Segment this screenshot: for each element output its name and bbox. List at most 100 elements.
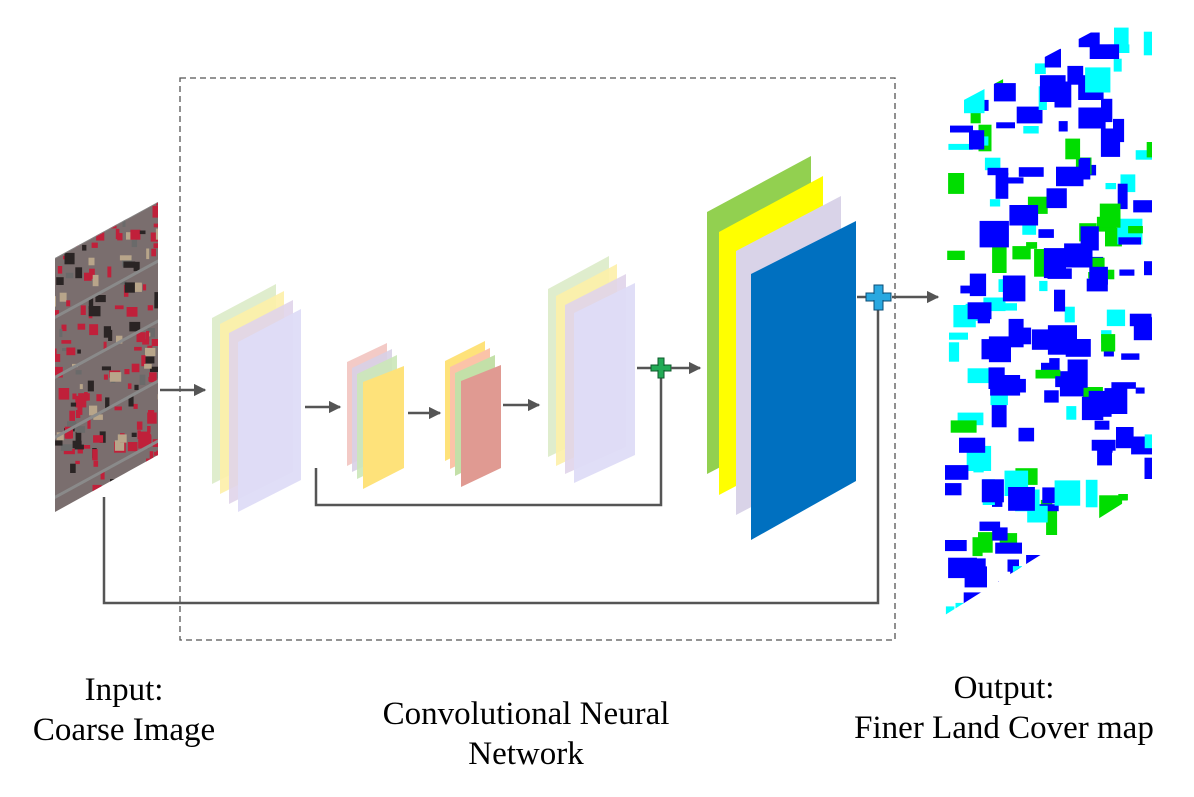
- output-caption-line1: Output:: [953, 670, 1055, 706]
- map-building: [1044, 48, 1061, 68]
- image-texture-patch: [114, 305, 124, 310]
- map-building: [1026, 555, 1043, 575]
- image-texture-patch: [127, 202, 133, 204]
- map-building: [988, 367, 1005, 389]
- map-landcover-patch: [1101, 98, 1113, 123]
- map-landcover-patch: [949, 332, 968, 340]
- map-building: [1089, 266, 1108, 285]
- image-texture-patch: [93, 414, 103, 420]
- map-building: [1055, 376, 1075, 388]
- map-landcover-patch: [1040, 499, 1053, 508]
- image-texture-patch: [62, 348, 69, 352]
- map-building: [1077, 586, 1105, 601]
- map-landcover-patch: [948, 342, 960, 362]
- image-texture-patch: [55, 204, 65, 210]
- map-building: [945, 540, 967, 552]
- map-landcover-patch: [949, 31, 976, 49]
- image-texture-patch: [107, 266, 112, 278]
- image-texture-patch: [128, 396, 134, 407]
- image-texture-patch: [139, 431, 151, 444]
- image-texture-patch: [81, 445, 91, 449]
- map-building: [1144, 261, 1152, 276]
- image-texture-patch: [159, 332, 171, 340]
- map-building: [945, 483, 962, 496]
- map-landcover-patch: [1003, 303, 1017, 311]
- global-skip-connection: [102, 310, 880, 605]
- image-texture-patch: [75, 370, 82, 375]
- image-texture-patch: [92, 484, 102, 496]
- map-landcover-patch: [955, 602, 964, 615]
- map-building: [992, 527, 1008, 541]
- image-texture-patch: [120, 495, 125, 505]
- image-texture-patch: [100, 472, 105, 480]
- image-texture-patch: [146, 330, 150, 342]
- map-landcover-patch: [1131, 436, 1152, 455]
- image-texture-patch: [101, 366, 111, 371]
- map-building: [1074, 591, 1095, 609]
- map-landcover-patch: [989, 14, 1009, 26]
- map-landcover-patch: [950, 125, 973, 133]
- image-texture-patch: [137, 430, 141, 440]
- image-texture-patch: [139, 374, 146, 385]
- add-operation-local-icon: [650, 357, 672, 379]
- image-texture-patch: [156, 202, 158, 206]
- map-landcover-patch: [1006, 44, 1028, 56]
- map-building: [967, 302, 992, 320]
- image-texture-patch: [68, 195, 77, 199]
- map-building: [963, 592, 990, 607]
- image-texture-patch: [75, 431, 82, 443]
- map-building: [998, 581, 1024, 597]
- image-texture-patch: [82, 234, 87, 240]
- image-texture-patch: [72, 393, 77, 400]
- map-building: [1089, 44, 1120, 59]
- map-building: [1031, 329, 1049, 350]
- map-landcover-patch: [996, 122, 1015, 129]
- image-texture-patch: [55, 440, 63, 446]
- image-texture-patch: [59, 292, 67, 302]
- image-texture-patch: [146, 248, 150, 260]
- image-texture-patch: [91, 223, 100, 229]
- image-texture-patch: [88, 306, 101, 317]
- map-landcover-patch: [1135, 387, 1145, 394]
- image-texture-patch: [103, 326, 111, 338]
- image-texture-patch: [69, 211, 81, 223]
- map-building: [1044, 390, 1059, 403]
- map-building: [1091, 439, 1116, 451]
- map-landcover-patch: [1035, 12, 1053, 26]
- image-texture-patch: [106, 511, 110, 512]
- image-texture-patch: [63, 202, 74, 204]
- image-texture-patch: [129, 321, 141, 332]
- map-landcover-patch: [967, 368, 991, 384]
- map-landcover-patch: [948, 173, 965, 194]
- map-landcover-patch: [1042, 487, 1058, 504]
- map-building: [1078, 107, 1106, 129]
- feature-block-4: [548, 256, 635, 483]
- map-landcover-patch: [1144, 457, 1152, 479]
- map-landcover-patch: [1092, 593, 1110, 602]
- image-texture-patch: [88, 297, 94, 309]
- image-texture-patch: [106, 206, 114, 211]
- map-landcover-patch: [1114, 27, 1129, 46]
- image-texture-patch: [61, 340, 72, 344]
- map-landcover-patch: [1066, 406, 1077, 420]
- image-texture-patch: [151, 339, 158, 346]
- map-building: [1046, 188, 1067, 209]
- image-road: [55, 438, 158, 502]
- map-landcover-patch: [992, 246, 1007, 273]
- map-landcover-patch: [1009, 37, 1019, 65]
- map-landcover-patch: [1143, 31, 1152, 56]
- map-building: [1133, 200, 1152, 213]
- image-texture-patch: [77, 403, 83, 415]
- map-landcover-patch: [1018, 167, 1044, 177]
- image-texture-patch: [137, 512, 141, 519]
- network-caption-line2: Network: [468, 736, 584, 772]
- image-texture-patch: [61, 324, 67, 332]
- image-texture-patch: [82, 244, 87, 251]
- map-landcover-patch: [1146, 142, 1152, 158]
- image-texture-patch: [98, 219, 111, 228]
- map-building: [1009, 205, 1039, 226]
- image-texture-patch: [131, 363, 140, 373]
- image-texture-patch: [65, 272, 74, 279]
- image-texture-patch: [159, 406, 163, 415]
- map-building: [1044, 571, 1068, 591]
